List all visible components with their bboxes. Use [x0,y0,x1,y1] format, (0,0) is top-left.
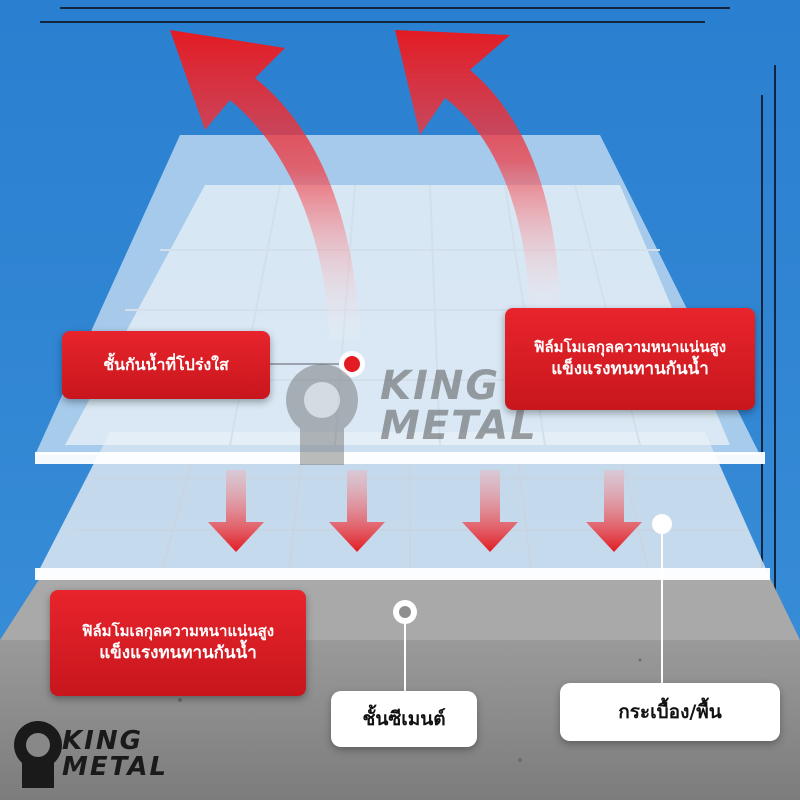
brand-watermark-text: KING METAL [380,366,538,446]
label-cement-layer: ชั้นซีเมนต์ [331,691,477,747]
label-cement-layer-text: ชั้นซีเมนต์ [362,708,446,730]
label-film-top: ฟิล์มโมเลกุลความหนาแน่นสูง แข็งแรงทนทานก… [505,308,755,410]
pointer-dot-transparent-core [344,356,360,372]
label-film-top-line2: แข็งแรงทนทานกันน้ำ [551,358,709,379]
down-arrows [208,470,642,552]
label-transparent-layer: ชั้นกันน้ำที่โปร่งใส [62,331,270,399]
brand-watermark-line2: METAL [380,403,538,449]
brand-corner-text: KING METAL [62,728,168,780]
pointer-dot-cement-core [399,606,411,618]
brand-logo-watermark [286,364,358,465]
label-film-top-line1: ฟิล์มโมเลกุลความหนาแน่นสูง [533,338,727,357]
brand-watermark-line1: KING [380,363,501,409]
label-film-bottom: ฟิล์มโมเลกุลความหนาแน่นสูง แข็งแรงทนทานก… [50,590,306,696]
brand-corner-line1: KING [62,726,143,756]
brand-corner-line2: METAL [62,752,169,782]
brand-logo-corner [14,721,62,788]
pointer-dot-tile [652,514,672,534]
label-tile-floor-text: กระเบื้อง/พื้น [618,701,722,723]
label-film-bottom-line2: แข็งแรงทนทานกันน้ำ [99,642,257,663]
tile-layer [35,431,770,580]
label-transparent-layer-text: ชั้นกันน้ำที่โปร่งใส [103,355,229,375]
label-film-bottom-line1: ฟิล์มโมเลกุลความหนาแน่นสูง [81,622,275,641]
vapor-arrow-right [395,30,560,320]
vapor-arrow-left [170,30,360,340]
label-tile-floor: กระเบื้อง/พื้น [560,683,780,741]
